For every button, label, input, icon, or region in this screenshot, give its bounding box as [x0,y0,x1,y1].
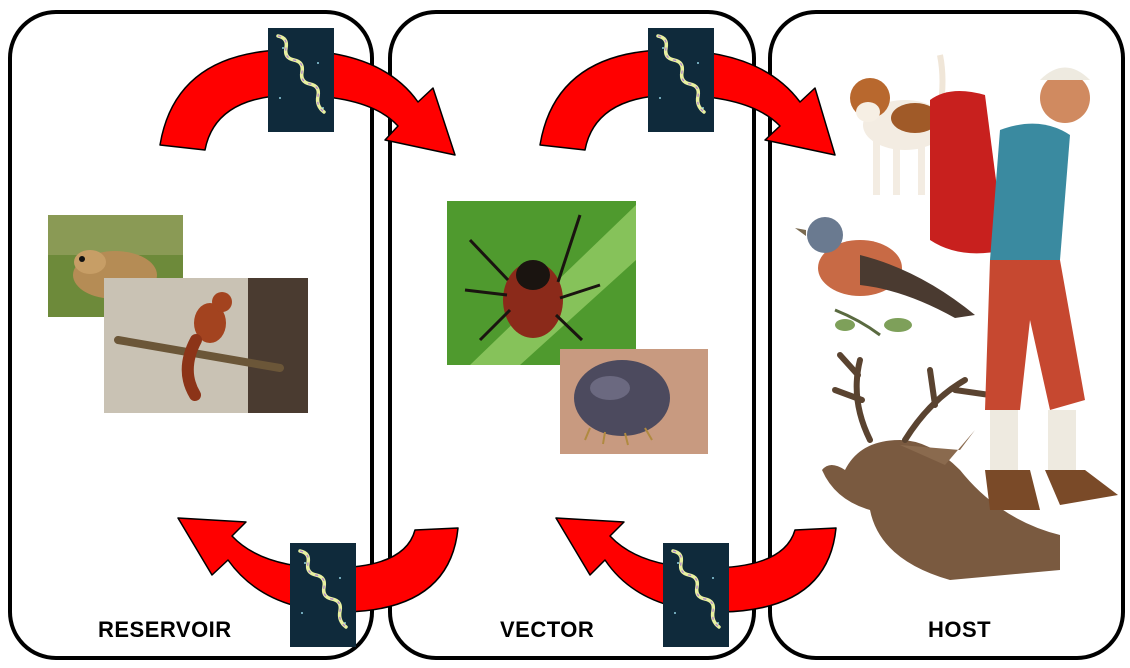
spirochete-bacterium-icon [290,543,356,647]
vector-label: VECTOR [500,617,594,643]
host-label: HOST [928,617,991,643]
spirochete-bacterium-icon [648,28,714,132]
reservoir-label: RESERVOIR [98,617,232,643]
spirochete-bacterium-icon [268,28,334,132]
spirochete-bacterium-icon [663,543,729,647]
